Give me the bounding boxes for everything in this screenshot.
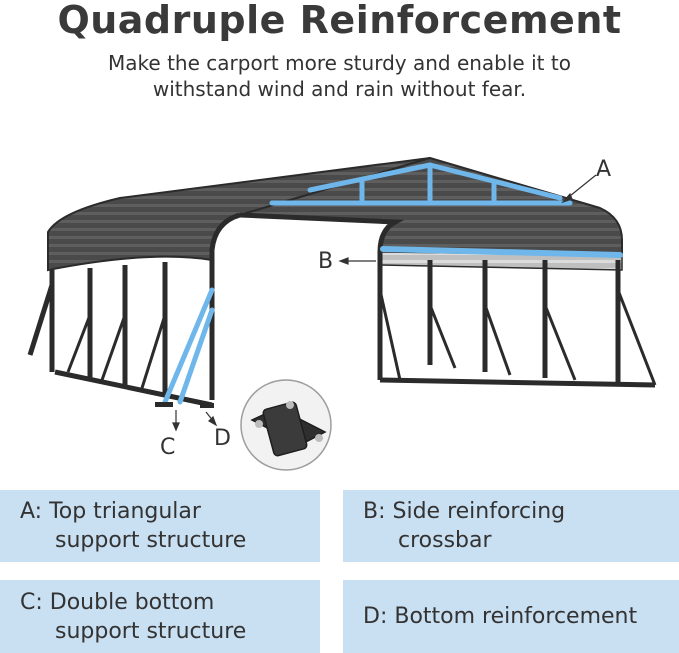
feature-c-line-1: C: Double bottom (20, 589, 215, 615)
right-side-posts (379, 260, 656, 388)
page-subtitle: Make the carport more sturdy and enable … (0, 50, 679, 102)
subtitle-line-1: Make the carport more sturdy and enable … (108, 51, 571, 75)
feature-c-line-2: support structure (55, 618, 247, 644)
feature-box-a: A: Top triangular support structure (0, 490, 320, 562)
callout-a: A (596, 157, 612, 182)
highlight-double-bottom-support (162, 287, 215, 405)
callout-d: D (214, 426, 231, 451)
bottom-feet (155, 402, 214, 408)
right-braces (378, 289, 657, 386)
page-title: Quadruple Reinforcement (57, 0, 622, 42)
subtitle-line-2: withstand wind and rain without fear. (152, 77, 527, 101)
left-braces (66, 314, 167, 389)
front-arch-frame (209, 212, 405, 400)
feature-a-line-2: support structure (55, 528, 247, 553)
feature-box-b: B: Side reinforcing crossbar (343, 490, 679, 562)
feature-a-line-1: A: Top triangular (20, 499, 201, 524)
feature-b-line-2: crossbar (398, 528, 492, 553)
highlight-top-triangular-support (269, 162, 573, 206)
highlight-side-crossbar (380, 246, 623, 258)
feature-box-c: C: Double bottom support structure (0, 580, 320, 653)
bottom-reinforcement-inset (240, 379, 332, 471)
feature-d-line-1: D: Bottom reinforcement (363, 604, 638, 629)
carport-illustration (27, 156, 657, 471)
feature-b-line-1: B: Side reinforcing (363, 499, 566, 524)
callout-pointers (172, 174, 597, 432)
callout-b: B (318, 249, 334, 274)
feature-box-d: D: Bottom reinforcement (343, 580, 679, 653)
callout-c: C (160, 435, 176, 460)
left-side-posts (27, 262, 213, 408)
